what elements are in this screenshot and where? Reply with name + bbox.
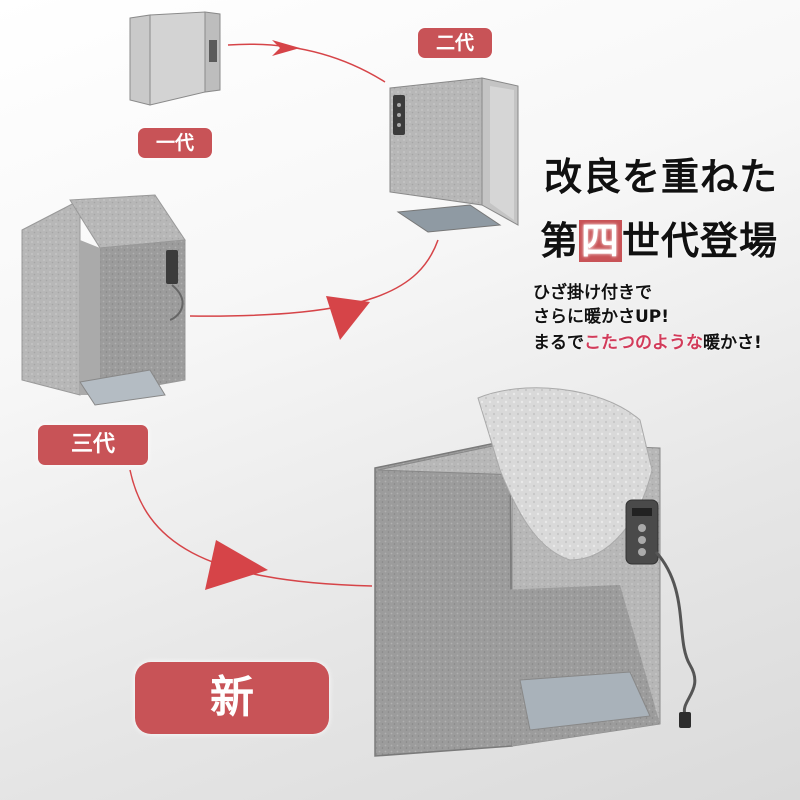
subcopy-line3-highlight: こたつのような (584, 333, 703, 353)
subcopy-line3-suffix: 暖かさ! (703, 333, 762, 353)
gen2-heater-image (389, 77, 519, 233)
headline-suffix: 世代登場 (621, 219, 778, 263)
arrow-right-icon (227, 40, 386, 83)
headline-prefix: 第 (539, 219, 579, 263)
subcopy-line1: ひざ掛け付きで (533, 283, 652, 303)
arrow-left-icon (189, 239, 439, 340)
subcopy-line2: さらに暖かさUP! (533, 307, 670, 327)
subcopy-line3: まるでこたつのような暖かさ! (533, 328, 762, 353)
headline-line2: 第四世代登場 (540, 210, 778, 265)
new-badge: 新 (135, 662, 329, 734)
gen3-heater-image (21, 194, 186, 406)
gen1-badge: 一代 (138, 128, 212, 158)
gen2-badge: 二代 (418, 28, 492, 58)
headline-highlight: 四 (578, 219, 622, 263)
arrow-curve-icon (129, 469, 373, 590)
gen1-heater-image (129, 11, 221, 106)
subcopy-line3-prefix: まるで (533, 333, 584, 353)
gen4-heater-image (374, 387, 697, 757)
headline-line1: 改良を重ねた (543, 155, 778, 199)
gen3-badge: 三代 (38, 425, 148, 465)
